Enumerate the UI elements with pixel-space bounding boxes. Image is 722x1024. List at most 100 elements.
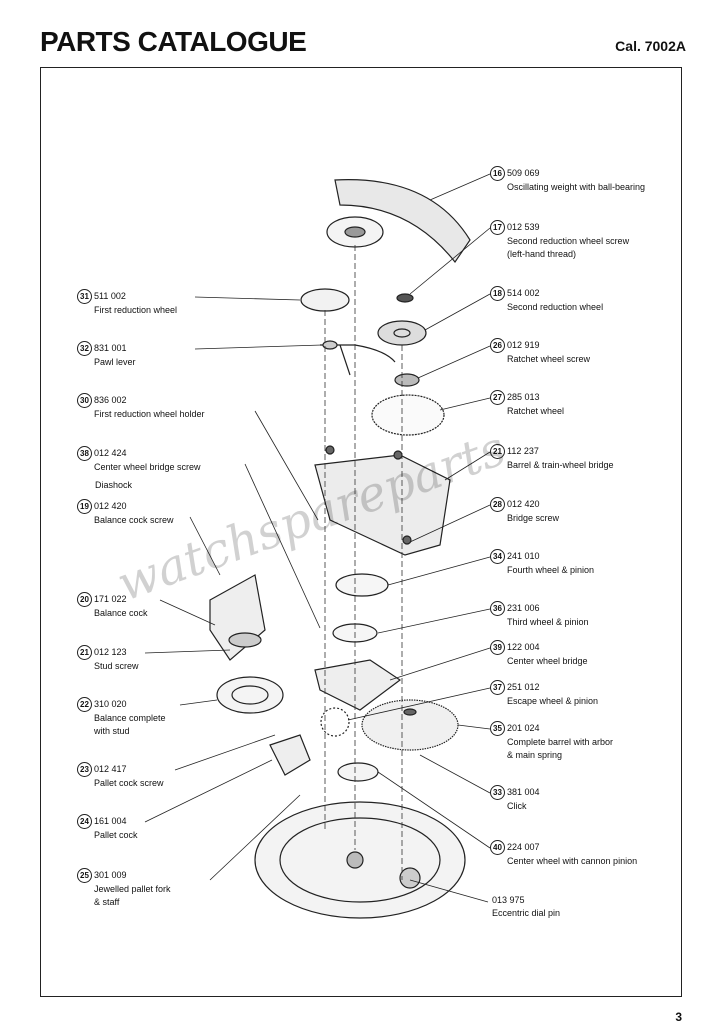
page-title: PARTS CATALOGUE [40,26,307,57]
part-number-badge: 28 [490,497,505,512]
part-code: 831 001 [94,343,127,353]
part-code: 241 010 [507,551,540,561]
part-description: Jewelled pallet fork & staff [94,884,171,907]
part-description: Center wheel bridge [507,656,588,666]
part-code: 013 975 [492,895,525,905]
part-description: Diashock [95,480,133,490]
part-description: Pallet cock screw [94,778,164,788]
part-code: 509 069 [507,168,540,178]
part-number-badge: 36 [490,601,505,616]
part-number-badge: 32 [77,341,92,356]
part-number-badge: 21 [77,645,92,660]
ratchet-wheel [371,394,445,436]
part-description: Balance complete with stud [94,713,166,736]
part-description: First reduction wheel holder [94,409,205,419]
part-description: Stud screw [94,661,139,671]
part-description: Balance cock [94,608,148,618]
part-code: 381 004 [507,787,540,797]
part-description: Pawl lever [94,357,136,367]
second-reduction-screw [396,293,414,303]
part-code: 012 417 [94,764,127,774]
part-code: 201 024 [507,723,540,733]
part-code: 012 123 [94,647,127,657]
part-number-badge: 18 [490,286,505,301]
part-code: 161 004 [94,816,127,826]
part-description: Fourth wheel & pinion [507,565,595,575]
part-number-badge: 33 [490,785,505,800]
part-code: 511 002 [94,291,126,301]
part-description: Ratchet wheel screw [507,354,591,364]
part-description: Eccentric dial pin [492,908,561,918]
part-description: Balance cock screw [94,515,174,525]
part-description: Ratchet wheel [507,406,565,416]
part-number-badge: 23 [77,762,92,777]
part-code: 310 020 [94,699,127,709]
part-description: First reduction wheel [94,305,178,315]
part-number-badge: 26 [490,338,505,353]
part-number-badge: 35 [490,721,505,736]
part-description: Click [507,801,527,811]
part-code: 012 420 [94,501,127,511]
part-number-badge: 19 [77,499,92,514]
first-reduction-wheel [300,288,350,312]
page-number: 3 [675,1010,682,1024]
part-description: Escape wheel & pinion [507,696,599,706]
part-description: Bridge screw [507,513,560,523]
part-description: Complete barrel with arbor & main spring [507,737,614,760]
diagram-frame [40,67,682,997]
part-code: 231 006 [507,603,540,613]
part-code: 251 012 [507,682,540,692]
part-code: 122 004 [507,642,540,652]
part-number-badge: 16 [490,166,505,181]
part-number-badge: 37 [490,680,505,695]
part-description: Second reduction wheel [507,302,604,312]
ratchet-screw [394,373,420,387]
caliber-label: Cal. 7002A [615,38,686,54]
pallet-cock [269,734,311,776]
part-number-badge: 31 [77,289,92,304]
part-code: 112 237 [507,446,539,456]
part-code: 514 002 [507,288,540,298]
part-description: Pallet cock [94,830,138,840]
part-code: 224 007 [507,842,540,852]
part-number-badge: 22 [77,697,92,712]
part-number-badge: 38 [77,446,92,461]
part-number-badge: 27 [490,390,505,405]
part-description: Second reduction wheel screw (left-hand … [507,236,630,259]
part-description: Center wheel bridge screw [94,462,201,472]
part-code: 285 013 [507,392,540,402]
escape-wheel [320,707,350,737]
balance-wheel [216,676,284,714]
part-code: 836 002 [94,395,127,405]
part-number-badge: 21 [490,444,505,459]
part-code: 171 022 [94,594,127,604]
second-reduction-wheel [377,320,427,346]
part-description: Center wheel with cannon pinion [507,856,638,866]
part-number-badge: 40 [490,840,505,855]
part-code: 012 919 [507,340,540,350]
part-code: 012 420 [507,499,540,509]
